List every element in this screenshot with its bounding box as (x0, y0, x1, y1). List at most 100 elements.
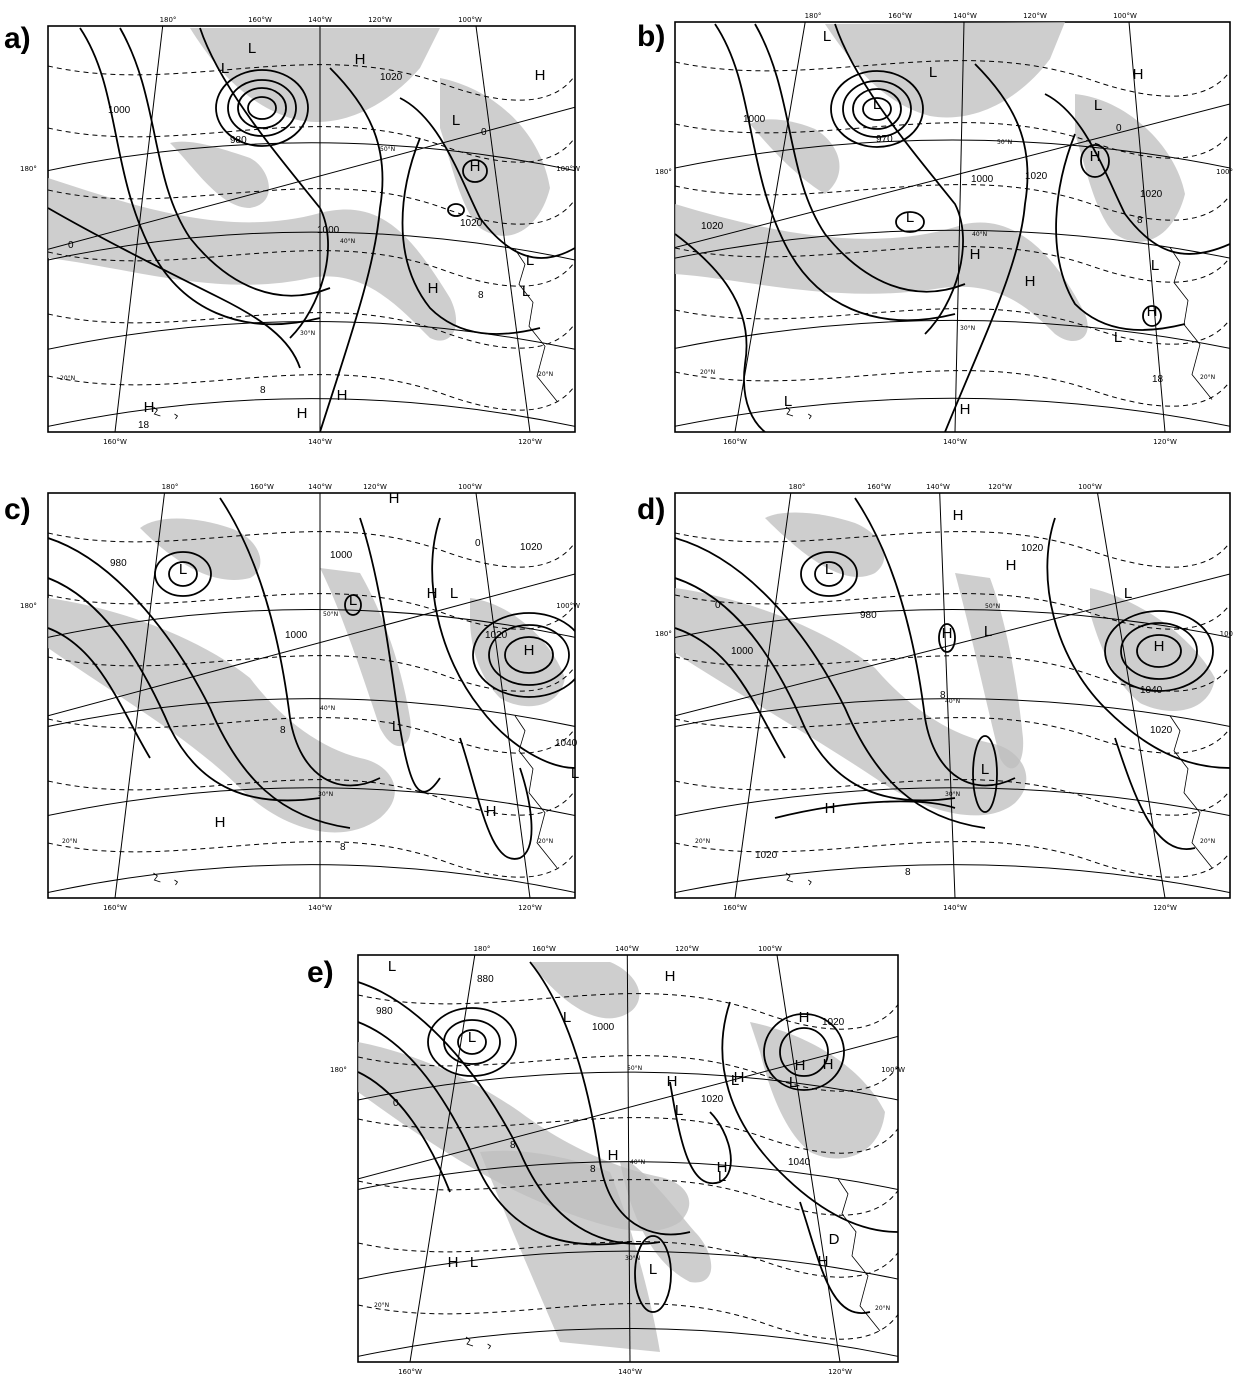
map-content (358, 955, 898, 1362)
low-pressure-symbol: L (873, 96, 881, 113)
isobar-ring (237, 87, 287, 129)
top-longitude-label: 120°W (988, 483, 1012, 491)
contour-value-label: 1020 (380, 72, 403, 83)
contour-value-label: 970 (876, 134, 893, 145)
high-pressure-symbol: H (795, 1057, 806, 1074)
latitude-label: 20°N (60, 375, 75, 382)
hawaii-islands (785, 406, 812, 420)
bottom-longitude-label: 120°W (518, 904, 542, 912)
isobar (1114, 737, 1196, 850)
isobar-ring (504, 636, 554, 674)
dashed-contour (48, 126, 575, 163)
isobar (48, 207, 301, 369)
coastline (514, 249, 558, 402)
left-longitude-label: 180° (330, 1066, 347, 1074)
latitude-label: 30°N (625, 1255, 640, 1262)
contour-value-label: 0 (715, 600, 721, 611)
panel-a-label: a) (4, 22, 31, 55)
high-pressure-symbol: H (960, 401, 971, 418)
contour-value-label: 1020 (755, 850, 778, 861)
hawaii-islands (153, 872, 179, 886)
top-longitude-label: 100°W (1078, 483, 1102, 491)
isobar-ring (443, 1019, 501, 1065)
latitude-label: 40°N (972, 231, 987, 238)
meridian-line (734, 22, 806, 432)
contour-value-label: 8 (478, 290, 484, 301)
low-pressure-symbol: L (470, 1254, 478, 1271)
isobar-ring (779, 1027, 829, 1077)
bottom-longitude-label: 120°W (518, 438, 542, 446)
low-pressure-symbol: L (349, 592, 357, 609)
isobar-ring (227, 79, 297, 137)
map-content (675, 493, 1230, 898)
left-longitude-label: 180° (20, 602, 37, 610)
isobar (721, 1001, 898, 1233)
shaded-region (530, 962, 640, 1019)
latitude-line (48, 698, 575, 728)
isobar (774, 800, 956, 819)
panel-b-label: b) (637, 20, 666, 53)
isobar (359, 517, 441, 793)
contour-value-label: 880 (477, 974, 494, 985)
contour-value-label: 1020 (485, 630, 508, 641)
low-pressure-symbol: L (1094, 97, 1102, 114)
dashed-contour (675, 184, 1230, 221)
latitude-line (48, 142, 575, 172)
isobar-ring (462, 159, 488, 183)
left-longitude-label: 180° (655, 630, 672, 638)
high-pressure-symbol: H (486, 803, 497, 820)
dashed-contour (675, 593, 1230, 630)
low-pressure-symbol: L (248, 40, 256, 57)
low-pressure-symbol: L (984, 623, 992, 640)
contour-value-label: 8 (905, 867, 911, 878)
top-longitude-label: 120°W (368, 16, 392, 24)
shaded-region (190, 28, 440, 122)
contour-value-label: 1000 (108, 105, 131, 116)
isobar (675, 233, 766, 432)
latitude-line (48, 864, 575, 894)
low-pressure-symbol: L (675, 1102, 683, 1119)
contour-value-label: 0 (481, 127, 487, 138)
coastline (1169, 247, 1213, 400)
contour-value-label: 8 (590, 1164, 596, 1175)
high-pressure-symbol: H (1025, 273, 1036, 290)
high-pressure-symbol: H (953, 507, 964, 524)
right-longitude-label: 100°W (556, 602, 580, 610)
bottom-longitude-label: 160°W (723, 438, 747, 446)
dashed-contour (358, 1241, 898, 1278)
contour-value-label: 1000 (971, 174, 994, 185)
isobar-ring (457, 1029, 487, 1055)
low-pressure-symbol: L (179, 561, 187, 578)
low-pressure-symbol: L (468, 1029, 476, 1046)
isobar-ring (247, 96, 277, 120)
contour-value-label: 1000 (743, 114, 766, 125)
isobar (675, 577, 956, 802)
low-pressure-symbol: L (823, 28, 831, 45)
top-longitude-label: 100°W (758, 945, 782, 953)
contour-value-label: 1020 (460, 218, 483, 229)
top-longitude-label: 140°W (953, 12, 977, 20)
dashed-contour (48, 64, 575, 101)
latitude-line (675, 609, 1230, 639)
contour-value-label: 1020 (701, 221, 724, 232)
isobar-ring (800, 551, 858, 597)
high-pressure-symbol: H (215, 814, 226, 831)
latitude-label: 30°N (300, 330, 315, 337)
contour-value-label: 1000 (731, 646, 754, 657)
latitude-line (358, 1250, 898, 1280)
high-pressure-symbol: H (665, 968, 676, 985)
latitude-label: 40°N (630, 1159, 645, 1166)
low-pressure-symbol: L (825, 561, 833, 578)
contour-value-label: 1020 (520, 542, 543, 553)
dashed-contour (48, 655, 575, 692)
isobar-ring (814, 561, 844, 587)
high-pressure-symbol: H (823, 1056, 834, 1073)
low-pressure-symbol: L (929, 64, 937, 81)
bottom-longitude-label: 140°W (943, 438, 967, 446)
shaded-region (765, 512, 885, 577)
high-pressure-symbol: H (717, 1159, 728, 1176)
meridian-line (939, 493, 956, 898)
